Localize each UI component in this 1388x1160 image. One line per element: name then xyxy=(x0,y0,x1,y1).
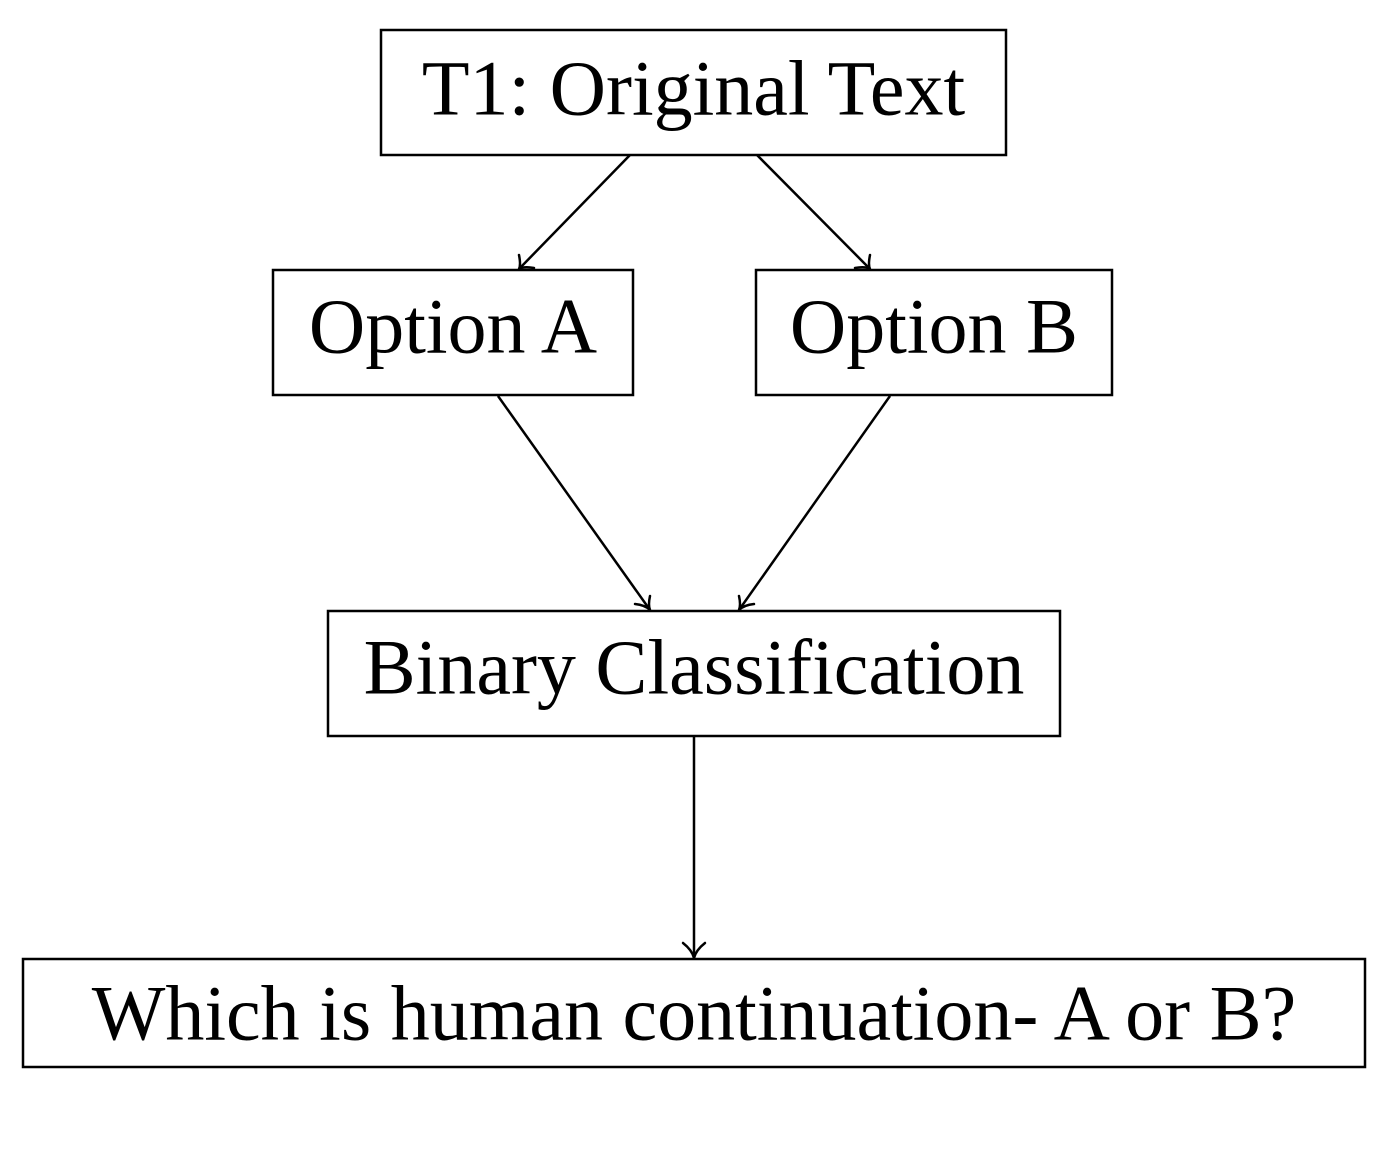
node-original-text: T1: Original Text xyxy=(379,28,1008,157)
node-option-b-label: Option B xyxy=(790,283,1078,370)
node-question-label: Which is human continuation- A or B? xyxy=(92,970,1296,1057)
node-option-b: Option B xyxy=(754,268,1114,397)
node-option-a: Option A xyxy=(271,268,635,397)
node-binary-classification: Binary Classification xyxy=(326,609,1062,738)
edge-original-to-option-a xyxy=(517,154,631,271)
edge-classification-to-question xyxy=(681,736,707,960)
node-question: Which is human continuation- A or B? xyxy=(21,957,1367,1069)
node-option-a-label: Option A xyxy=(309,283,597,370)
edge-original-to-option-b xyxy=(756,154,872,271)
node-original-text-label: T1: Original Text xyxy=(422,45,966,132)
edge-option-a-to-classification xyxy=(496,395,652,612)
edge-option-b-to-classification xyxy=(737,395,892,612)
node-binary-classification-label: Binary Classification xyxy=(364,624,1025,711)
